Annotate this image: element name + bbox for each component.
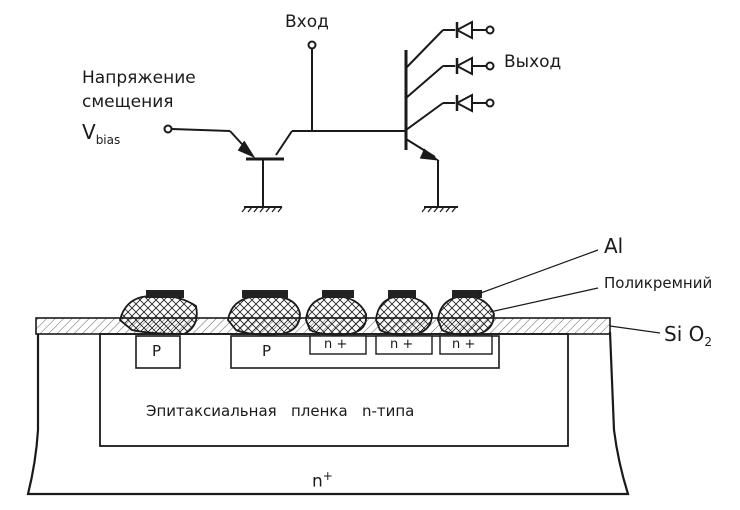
substrate-label: n+ bbox=[312, 470, 333, 491]
al-contact-4 bbox=[388, 290, 416, 298]
vbias-label: Vbias bbox=[82, 122, 120, 146]
n-plus-3-label: n + bbox=[452, 337, 476, 352]
vbias-terminal bbox=[163, 124, 173, 134]
vbias-main: V bbox=[82, 120, 96, 144]
q1-emitter-arrow bbox=[237, 140, 256, 159]
al-leader bbox=[477, 249, 599, 295]
input-terminal bbox=[307, 40, 317, 50]
p-region-1-label: P bbox=[152, 342, 162, 360]
diode-3 bbox=[443, 93, 495, 113]
p-region-1 bbox=[135, 335, 181, 369]
cross-section bbox=[26, 249, 661, 496]
poly-mound-2 bbox=[227, 294, 301, 336]
sio2-sub: 2 bbox=[704, 335, 712, 349]
poly-leader bbox=[489, 287, 599, 313]
ground-1-hatch bbox=[241, 206, 283, 213]
q2-collector-1 bbox=[405, 29, 444, 69]
poly-mound-1 bbox=[118, 294, 198, 335]
vbias-sub: bias bbox=[95, 133, 121, 147]
substrate-sup: + bbox=[322, 469, 333, 483]
sio2-main: Si O bbox=[664, 322, 705, 346]
al-label: Al bbox=[604, 234, 624, 258]
poly-label: Поликремний bbox=[604, 274, 713, 292]
poly-mound-5 bbox=[437, 295, 495, 336]
poly-mound-3 bbox=[305, 295, 368, 336]
n-plus-region-2 bbox=[375, 335, 433, 355]
output-terminal-2 bbox=[485, 61, 495, 71]
sio2-label: Si O2 bbox=[664, 324, 712, 348]
output-terminal-3 bbox=[485, 98, 495, 108]
output-terminal-1 bbox=[485, 25, 495, 35]
al-contact-2 bbox=[242, 290, 288, 298]
n-plus-region-3 bbox=[439, 335, 493, 355]
poly-mound-4 bbox=[375, 295, 433, 336]
circuit-schematic bbox=[163, 20, 495, 213]
sio2-leader bbox=[609, 325, 661, 334]
epitaxial-label: Эпитаксиальная пленка n-типа bbox=[146, 402, 415, 420]
q2-collector-2 bbox=[405, 65, 444, 99]
input-label: Вход bbox=[285, 12, 329, 32]
diode-1 bbox=[443, 20, 495, 40]
al-contact-5 bbox=[452, 290, 482, 298]
bias-label-line1: Напряжение bbox=[82, 68, 196, 88]
vbias-wire bbox=[171, 128, 231, 132]
n-plus-2-label: n + bbox=[390, 337, 414, 352]
al-contact-1 bbox=[146, 290, 184, 298]
n-plus-region-1 bbox=[309, 335, 367, 355]
p-region-2-label: P bbox=[262, 342, 272, 360]
bias-label-line2: смещения bbox=[82, 92, 174, 112]
ground-2-hatch bbox=[421, 206, 457, 213]
n-plus-1-label: n + bbox=[324, 337, 348, 352]
diode-2 bbox=[443, 56, 495, 76]
q2-emitter-arrow bbox=[419, 148, 440, 161]
q2-collector-3 bbox=[405, 102, 444, 131]
al-contact-3 bbox=[322, 290, 354, 298]
output-label: Выход bbox=[504, 52, 562, 72]
substrate-outline bbox=[26, 331, 630, 496]
q1-collector bbox=[275, 130, 293, 156]
substrate-main: n bbox=[312, 471, 323, 492]
